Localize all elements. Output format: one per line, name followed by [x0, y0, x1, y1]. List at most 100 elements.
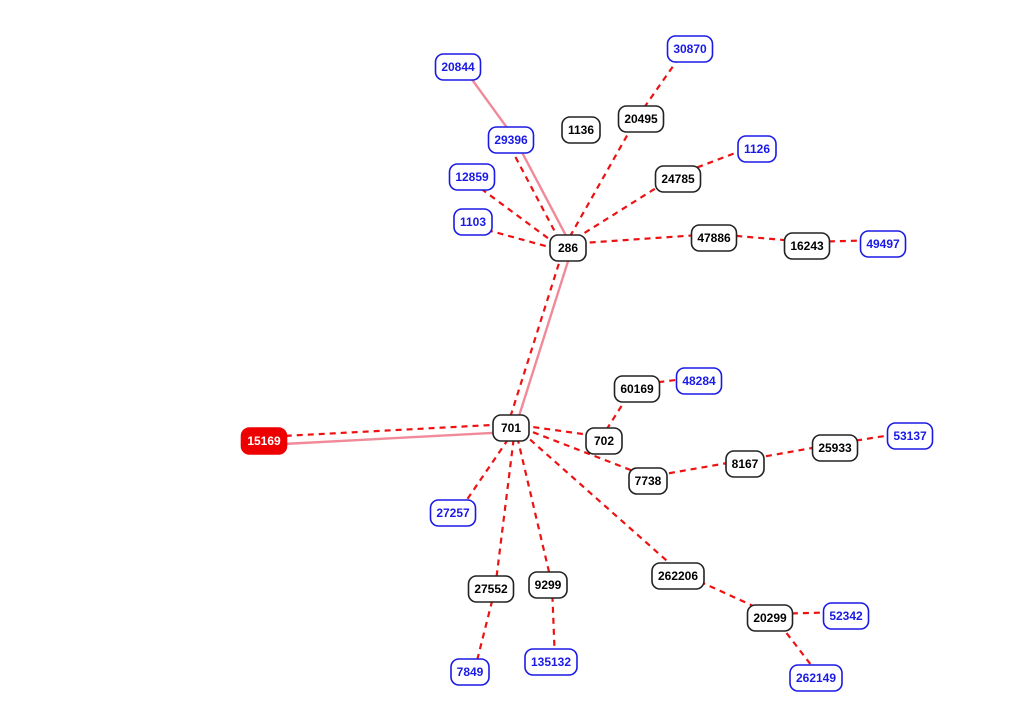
node-box	[434, 53, 482, 81]
node-box	[492, 414, 530, 442]
node-box	[783, 232, 831, 260]
node-12859[interactable]: 12859	[448, 163, 496, 191]
node-label: 48284	[682, 374, 716, 388]
node-box	[737, 135, 777, 163]
link-edge-15169-701	[263, 422, 511, 439]
node-box	[886, 422, 934, 450]
node-label: 24785	[661, 172, 695, 186]
node-label: 8167	[732, 457, 759, 471]
node-7738[interactable]: 7738	[628, 467, 668, 495]
node-20299[interactable]: 20299	[746, 604, 794, 632]
path-edge-701-286	[513, 248, 573, 430]
node-label: 9299	[535, 578, 562, 592]
node-9299[interactable]: 9299	[528, 571, 568, 599]
node-box	[467, 575, 515, 603]
node-box	[859, 230, 907, 258]
node-box	[487, 126, 535, 154]
link-edge-701-262206	[512, 424, 682, 574]
link-edge-286-29396	[506, 141, 566, 251]
link-edge-701-286	[506, 246, 566, 428]
node-48284[interactable]: 48284	[675, 367, 723, 395]
node-box	[666, 35, 714, 63]
node-label: 20495	[624, 112, 658, 126]
node-box	[651, 562, 705, 590]
node-box	[240, 427, 288, 455]
node-box	[528, 571, 568, 599]
node-box	[725, 450, 765, 478]
node-label: 7849	[457, 665, 484, 679]
node-box	[675, 367, 723, 395]
node-box	[549, 234, 587, 262]
link-edge-286-20495	[563, 116, 639, 247]
node-label: 262149	[796, 671, 836, 685]
node-label: 7738	[635, 474, 662, 488]
node-8167[interactable]: 8167	[725, 450, 765, 478]
node-box	[690, 224, 738, 252]
node-label: 27257	[436, 506, 470, 520]
node-label: 20299	[753, 611, 787, 625]
node-27552[interactable]: 27552	[467, 575, 515, 603]
node-box	[811, 434, 859, 462]
node-1103[interactable]: 1103	[453, 208, 493, 236]
node-label: 15169	[247, 434, 281, 448]
link-edge-286-12859	[468, 179, 567, 253]
node-box	[617, 105, 665, 133]
node-label: 12859	[455, 170, 489, 184]
node-49497[interactable]: 49497	[859, 230, 907, 258]
path-edge-286-29396	[513, 137, 573, 247]
node-label: 47886	[697, 231, 731, 245]
node-label: 60169	[620, 382, 654, 396]
node-box	[453, 208, 493, 236]
node-box	[746, 604, 794, 632]
node-25933[interactable]: 25933	[811, 434, 859, 462]
node-box	[450, 658, 490, 686]
node-label: 27552	[474, 582, 508, 596]
node-701[interactable]: 701	[492, 414, 530, 442]
node-label: 16243	[790, 239, 824, 253]
node-27257[interactable]: 27257	[429, 499, 477, 527]
node-30870[interactable]: 30870	[666, 35, 714, 63]
node-24785[interactable]: 24785	[654, 165, 702, 193]
node-label: 20844	[441, 60, 475, 74]
node-286[interactable]: 286	[549, 234, 587, 262]
node-1126[interactable]: 1126	[737, 135, 777, 163]
node-262206[interactable]: 262206	[651, 562, 705, 590]
node-label: 1126	[744, 142, 770, 156]
node-47886[interactable]: 47886	[690, 224, 738, 252]
node-label: 1136	[568, 123, 594, 137]
node-box	[448, 163, 496, 191]
node-label: 49497	[866, 237, 900, 251]
node-label: 52342	[829, 609, 863, 623]
node-layer: 15169 701 286 20844 29396 12859 1103 1136 20495 3…	[240, 35, 934, 692]
node-702[interactable]: 702	[585, 427, 623, 455]
node-262149[interactable]: 262149	[789, 664, 843, 692]
link-edge-701-9299	[513, 426, 553, 585]
node-53137[interactable]: 53137	[886, 422, 934, 450]
node-label: 135132	[531, 655, 571, 669]
node-label: 1103	[460, 215, 486, 229]
node-box	[561, 116, 601, 144]
node-label: 701	[501, 421, 521, 435]
node-label: 702	[594, 434, 614, 448]
node-label: 53137	[893, 429, 927, 443]
node-box	[524, 648, 578, 676]
node-60169[interactable]: 60169	[613, 375, 661, 403]
node-20844[interactable]: 20844	[434, 53, 482, 81]
node-label: 29396	[494, 133, 528, 147]
node-label: 30870	[673, 42, 707, 56]
node-52342[interactable]: 52342	[822, 602, 870, 630]
link-edge-286-47886	[567, 232, 714, 246]
node-135132[interactable]: 135132	[524, 648, 578, 676]
node-29396[interactable]: 29396	[487, 126, 535, 154]
node-box	[613, 375, 661, 403]
node-15169[interactable]: 15169	[240, 427, 288, 455]
node-16243[interactable]: 16243	[783, 232, 831, 260]
node-box	[429, 499, 477, 527]
node-1136[interactable]: 1136	[561, 116, 601, 144]
node-box	[789, 664, 843, 692]
node-box	[654, 165, 702, 193]
node-box	[822, 602, 870, 630]
node-7849[interactable]: 7849	[450, 658, 490, 686]
node-20495[interactable]: 20495	[617, 105, 665, 133]
